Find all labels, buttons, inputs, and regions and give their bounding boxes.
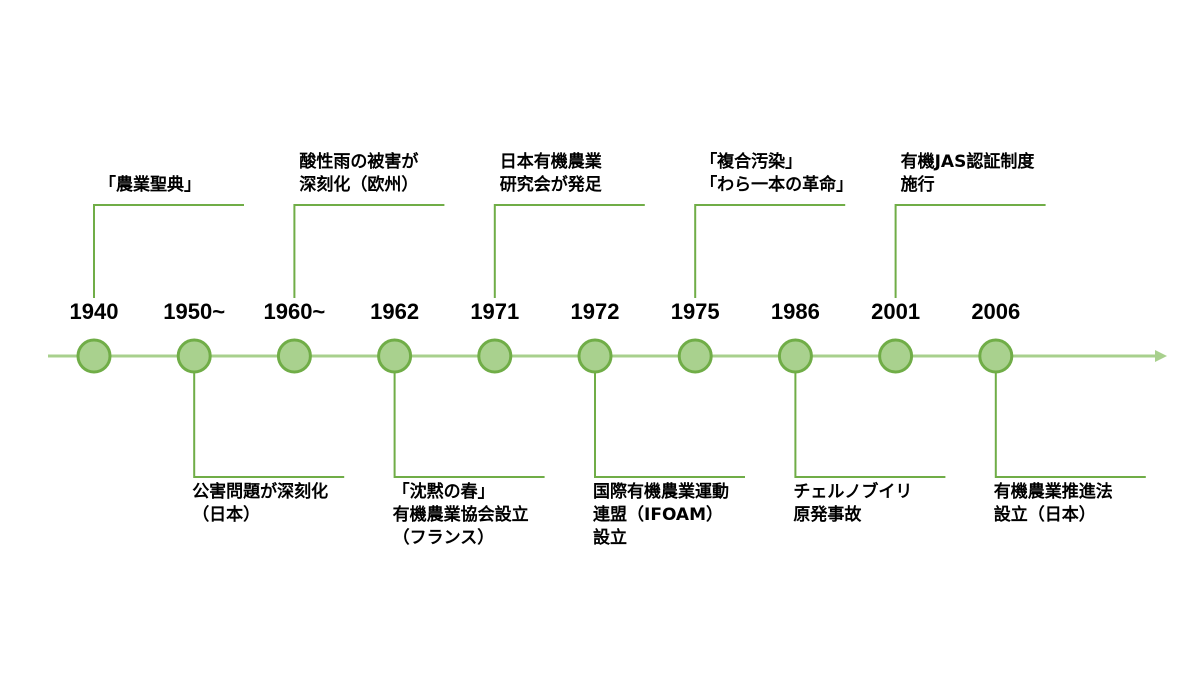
year-label: 1940 xyxy=(69,299,119,324)
event-label: 国際有機農業運動連盟（IFOAM） 設立 xyxy=(593,481,729,550)
event-label: 有機JAS認証制度施行 xyxy=(901,151,1035,197)
year-label: 1950~ xyxy=(163,299,226,324)
event-label: 「沈黙の春」有機農業協会設立 （フランス） xyxy=(393,481,529,550)
year-label: 2006 xyxy=(971,299,1021,324)
event-label-line: 設立（日本） xyxy=(993,505,1096,525)
timeline-node xyxy=(477,338,513,374)
timeline-node xyxy=(677,338,713,374)
event-label: 有機農業推進法設立（日本） xyxy=(994,481,1113,527)
event-label-line: 設立 xyxy=(593,528,627,548)
event-label-line: チェルノブイリ xyxy=(793,482,913,502)
timeline-node xyxy=(878,338,914,374)
event-label-line: 国際有機農業運動 xyxy=(593,482,729,502)
timeline-node xyxy=(276,338,312,374)
timeline-node xyxy=(176,338,212,374)
year-label: 1972 xyxy=(570,299,620,324)
year-label: 1975 xyxy=(670,299,720,324)
event-label-line: 「沈黙の春」 xyxy=(392,482,495,502)
connector-line xyxy=(193,372,345,478)
connector-line xyxy=(994,372,1146,478)
connector-line xyxy=(794,372,946,478)
event-label-line: 有機農業協会設立 xyxy=(392,505,529,525)
event-label: 公害問題が深刻化 （日本） xyxy=(192,481,328,527)
connector-line xyxy=(694,204,846,298)
event-label-line: 原発事故 xyxy=(793,505,862,525)
event-label: 酸性雨の被害が深刻化（欧州） xyxy=(299,151,418,197)
event-label-line: 「農業聖典」 xyxy=(99,175,201,195)
connector-line xyxy=(393,372,545,478)
year-label: 2001 xyxy=(871,299,921,324)
connector-line xyxy=(594,372,745,478)
timeline-node xyxy=(777,338,813,374)
connector-line xyxy=(894,204,1046,298)
event-label: 「複合汚染」「わら一本の革命」 xyxy=(700,151,853,197)
event-label-line: 「複合汚染」 xyxy=(700,152,803,172)
year-label: 1971 xyxy=(470,299,520,324)
year-label: 1986 xyxy=(770,299,820,324)
connector-line xyxy=(493,204,645,298)
event-label-line: 連盟（IFOAM） xyxy=(593,505,724,525)
connector-line xyxy=(293,204,445,298)
event-label-line: 有機農業推進法 xyxy=(993,482,1113,502)
event-label-line: 研究会が発足 xyxy=(499,175,602,195)
year-label: 1962 xyxy=(370,299,420,324)
timeline-node xyxy=(377,338,413,374)
year-label: 1960~ xyxy=(263,299,326,324)
node-group xyxy=(76,338,1014,374)
timeline-node xyxy=(577,338,613,374)
event-label: 日本有機農業研究会が発足 xyxy=(500,151,602,197)
event-label-line: 公害問題が深刻化 xyxy=(192,482,329,502)
event-label-line: （フランス） xyxy=(392,528,495,548)
timeline-arrowhead xyxy=(1155,350,1167,362)
event-label-line: 酸性雨の被害が xyxy=(299,152,419,172)
timeline-node xyxy=(76,338,112,374)
event-label-line: 深刻化（欧州） xyxy=(299,175,419,195)
event-label-line: 「わら一本の革命」 xyxy=(700,175,854,195)
event-label: 「農業聖典」 xyxy=(99,174,201,197)
connector-group xyxy=(93,204,1146,478)
event-label: チェルノブイリ原発事故 xyxy=(793,481,912,527)
event-label-line: 施行 xyxy=(900,175,935,195)
timeline-node xyxy=(978,338,1014,374)
connector-line xyxy=(93,204,244,298)
event-label-line: （日本） xyxy=(192,505,261,525)
event-label-line: 日本有機農業 xyxy=(499,152,602,172)
event-label-line: 有機JAS認証制度 xyxy=(900,152,1035,172)
